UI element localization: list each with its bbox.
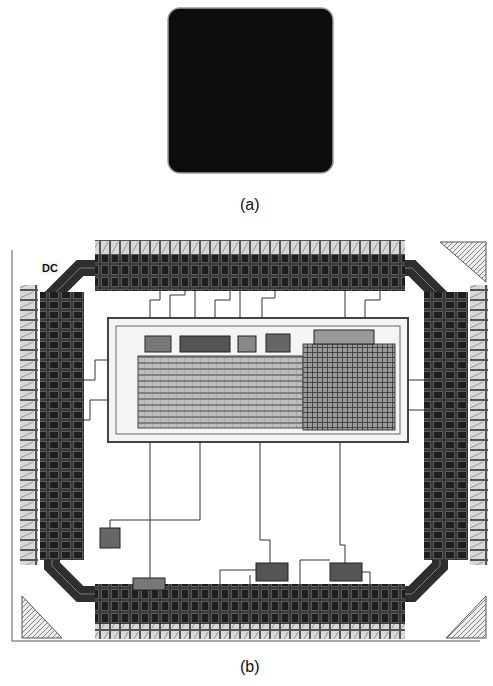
chip-marking: DC: [40, 262, 60, 274]
figure-label: (a): [240, 196, 260, 214]
figure-label: (b): [240, 658, 260, 676]
